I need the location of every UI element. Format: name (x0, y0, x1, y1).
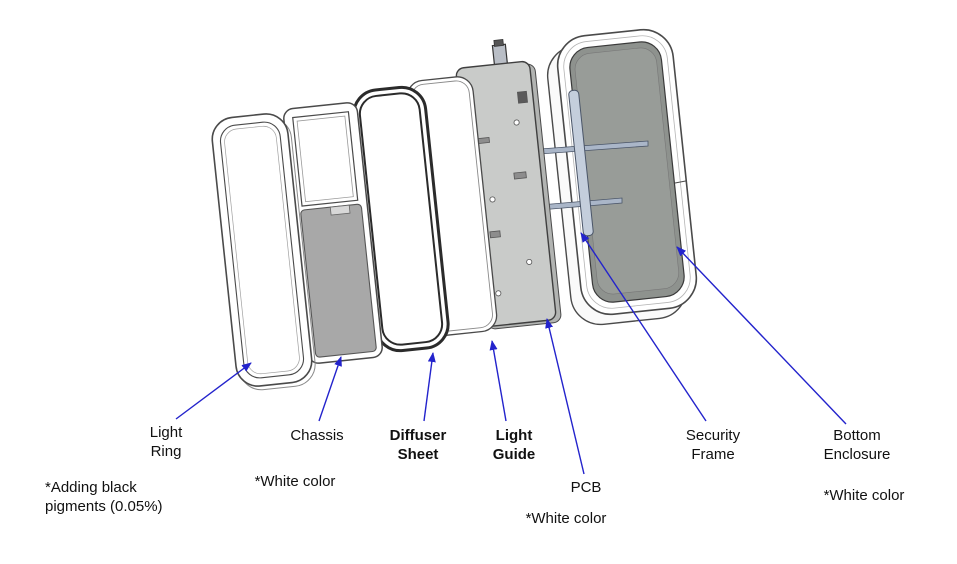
leader-arrows (175, 232, 847, 475)
light-ring-inner (219, 121, 305, 379)
arrow-security-frame (580, 232, 707, 422)
pcb-connector-cap (493, 39, 504, 47)
note-bottom-enclosure: *White color (823, 487, 905, 504)
label-security-frame: Security Frame (685, 427, 741, 463)
note-light-ring: *Adding black pigments (0.05%) (45, 479, 163, 515)
security-frame-part (539, 89, 649, 237)
arrow-pcb (545, 318, 585, 475)
arrow-chassis (318, 356, 342, 422)
diffuser-inner (358, 92, 444, 346)
pcb-details (477, 90, 533, 297)
diffuser-sheet-part (352, 85, 450, 353)
bottom-enclosure-part (546, 28, 698, 326)
arrow-light-ring (175, 362, 252, 420)
label-diffuser-sheet: Diffuser Sheet (389, 427, 447, 463)
enclosure-parting-line (674, 180, 687, 184)
label-pcb: PCB (570, 479, 602, 496)
note-chassis: *White color (254, 473, 336, 490)
light-ring-inner-line (224, 125, 300, 375)
enclosure-rim-inner-line (563, 35, 691, 309)
label-bottom-enclosure: Bottom Enclosure (823, 427, 891, 463)
arrow-diffuser-sheet (423, 352, 436, 422)
note-pcb: *White color (525, 510, 607, 527)
chassis-panel-notch (329, 204, 351, 216)
arrow-bottom-enclosure (676, 246, 847, 425)
chassis-window-inner-line (296, 115, 354, 203)
light-ring-part (211, 113, 316, 391)
chassis-window (292, 111, 359, 207)
arrow-light-guide (489, 340, 507, 422)
label-light-ring: Light Ring (149, 424, 183, 460)
label-light-guide: Light Guide (492, 427, 536, 463)
label-chassis: Chassis (290, 427, 344, 444)
